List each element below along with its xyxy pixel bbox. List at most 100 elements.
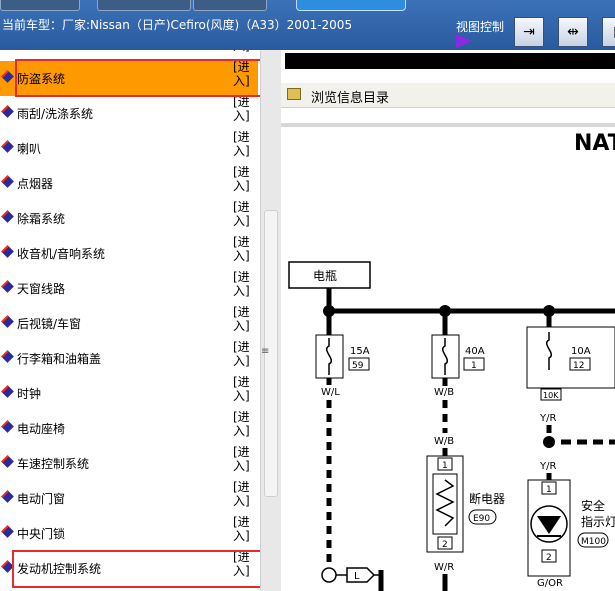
page-heading: NAT (574, 131, 615, 156)
lamp-pin-top: 1 (546, 485, 552, 495)
list-item[interactable]: 车速控制系统 [进入] (0, 445, 258, 481)
enter-link[interactable]: [进入] (233, 445, 250, 473)
scroll-grip-icon: ≡ (261, 346, 270, 357)
toolbar-button-3[interactable] (193, 0, 267, 11)
breaker-pin-top: 1 (442, 461, 448, 471)
list-item-label: 发动机控制系统 (17, 562, 102, 576)
lamp-diode-icon (537, 516, 561, 534)
list-item-label: 电动门窗 (17, 492, 66, 506)
list-item[interactable]: 行李箱和油箱盖 [进入] (0, 340, 258, 376)
diagram-viewer: 浏览信息目录 NAT 电瓶 15A 59 W/L 40A 1 W/B W/B 1 (281, 50, 615, 591)
split-view-glyph: ▮ (613, 24, 615, 40)
split-view-icon[interactable]: ▮ (602, 17, 615, 47)
bottom-connector: L (354, 571, 360, 582)
highlight-box-anti-theft (15, 59, 260, 97)
toolbar-button-1[interactable] (0, 0, 80, 11)
list-item[interactable]: 除霜系统 [进入] (0, 200, 258, 236)
scrollbar-thumb[interactable] (264, 210, 278, 497)
fuse3-connector: 10K (543, 391, 559, 400)
enter-link[interactable]: [进入] (233, 200, 250, 228)
lamp-wire-bottom: G/OR (537, 578, 563, 589)
catalog-bar[interactable]: 浏览信息目录 (281, 83, 615, 108)
enter-link[interactable]: [进入] (233, 305, 250, 333)
diamond-bullet-icon (1, 105, 14, 118)
list-item-label: 点烟器 (17, 177, 54, 191)
battery-label: 电瓶 (313, 269, 337, 283)
list-item[interactable]: 点烟器 [进入] (0, 165, 258, 201)
view-control-arrow-icon (456, 34, 472, 48)
diamond-bullet-icon (1, 385, 14, 398)
list-item-label: 后视镜/车窗 (17, 317, 82, 331)
diamond-bullet-icon (1, 280, 14, 293)
list-item[interactable]: 电动座椅 [进入] (0, 410, 258, 446)
list-item[interactable]: 发动机控制系统 [进入] (0, 550, 258, 586)
enter-link[interactable]: [进入] (233, 60, 250, 88)
divider (281, 123, 615, 127)
list-item-label: 车速控制系统 (17, 457, 90, 471)
current-vehicle-label: 当前车型：厂家:Nissan（日产)Cefiro(风度)（A33）2001-20… (2, 18, 353, 32)
fuse3-amp: 10A (571, 346, 591, 357)
align-right-arrow-icon[interactable]: ⇥ (514, 17, 544, 47)
enter-link[interactable]: [进入] (233, 480, 250, 508)
list-item[interactable]: 喇叭 [进入] (0, 130, 258, 166)
diamond-bullet-icon (1, 490, 14, 503)
diamond-bullet-icon (1, 245, 14, 258)
breaker-pin-bottom: 2 (442, 540, 448, 550)
list-item[interactable]: 电动门窗 [进入] (0, 480, 258, 516)
list-item[interactable]: 中央门锁 [进入] (0, 515, 258, 551)
enter-link[interactable]: [进入] (233, 165, 250, 193)
list-item-partial: [进入] (0, 50, 258, 61)
enter-link[interactable]: [进入] (233, 270, 250, 298)
list-item[interactable]: 雨刮/洗涤系统 [进入] (0, 95, 258, 131)
view-control-label: 视图控制 (456, 20, 505, 34)
viewer-black-bar (285, 53, 615, 69)
wiring-diagram: 电瓶 15A 59 W/L 40A 1 W/B W/B 1 2 断电器 (288, 261, 615, 591)
fuse2-amp: 40A (465, 346, 485, 357)
fuse1-num: 59 (352, 361, 364, 371)
breaker-label: 断电器 (469, 491, 505, 506)
list-item[interactable]: 天窗线路 [进入] (0, 270, 258, 306)
vertical-scrollbar[interactable] (260, 50, 281, 591)
enter-link[interactable]: [进入] (233, 515, 250, 543)
breaker-coil-icon (435, 479, 455, 527)
lamp-label-1: 安全 (581, 498, 605, 513)
system-list-panel: [进入] 防盗系统 [进入] 雨刮/洗涤系统 [进入] 喇叭 [进入] 点烟器 … (0, 50, 261, 591)
list-item[interactable]: 时钟 [进入] (0, 375, 258, 411)
align-right-arrow-glyph: ⇥ (523, 24, 535, 40)
enter-link[interactable]: [进入] (233, 410, 250, 438)
fuse-symbol-icon (326, 338, 332, 375)
diamond-bullet-icon (1, 140, 14, 153)
enter-link[interactable]: [进入] (233, 550, 250, 578)
list-item-label: 天窗线路 (17, 282, 66, 296)
list-item-label: 时钟 (17, 387, 42, 401)
list-item-label: 喇叭 (17, 142, 42, 156)
diamond-bullet-icon (1, 525, 14, 538)
lamp-label-2: 指示灯 (581, 514, 615, 529)
wire-wb-mid: W/B (434, 436, 454, 447)
list-item-label: 雨刮/洗涤系统 (17, 107, 94, 121)
connector-tag-icon (346, 567, 376, 583)
fuse3-num: 12 (573, 361, 584, 371)
list-item-label: 除霜系统 (17, 212, 66, 226)
list-item-label: 电动座椅 (17, 422, 66, 436)
enter-link[interactable]: [进入] (233, 130, 250, 158)
expand-horizontal-glyph: ⇹ (567, 24, 579, 40)
enter-link[interactable]: [进入] (233, 375, 250, 403)
enter-link[interactable]: [进入] (233, 235, 250, 263)
list-item[interactable]: 收音机/音响系统 [进入] (0, 235, 258, 271)
enter-link[interactable]: [进入] (233, 50, 250, 53)
toolbar-button-2[interactable] (97, 0, 191, 11)
toolbar-active-tab[interactable] (296, 0, 406, 11)
catalog-label: 浏览信息目录 (311, 91, 390, 106)
fuse3-wire: Y/R (539, 413, 556, 424)
expand-horizontal-icon[interactable]: ⇹ (558, 17, 588, 47)
list-item-label: 防盗系统 (17, 72, 66, 86)
diamond-bullet-icon (1, 210, 14, 223)
breaker-wire-bottom: W/R (434, 562, 454, 573)
diamond-bullet-icon (1, 315, 14, 328)
enter-link[interactable]: [进入] (233, 95, 250, 123)
enter-link[interactable]: [进入] (233, 340, 250, 368)
diamond-bullet-icon (1, 175, 14, 188)
list-item[interactable]: 后视镜/车窗 [进入] (0, 305, 258, 341)
list-item-anti-theft[interactable]: 防盗系统 [进入] (0, 60, 258, 96)
